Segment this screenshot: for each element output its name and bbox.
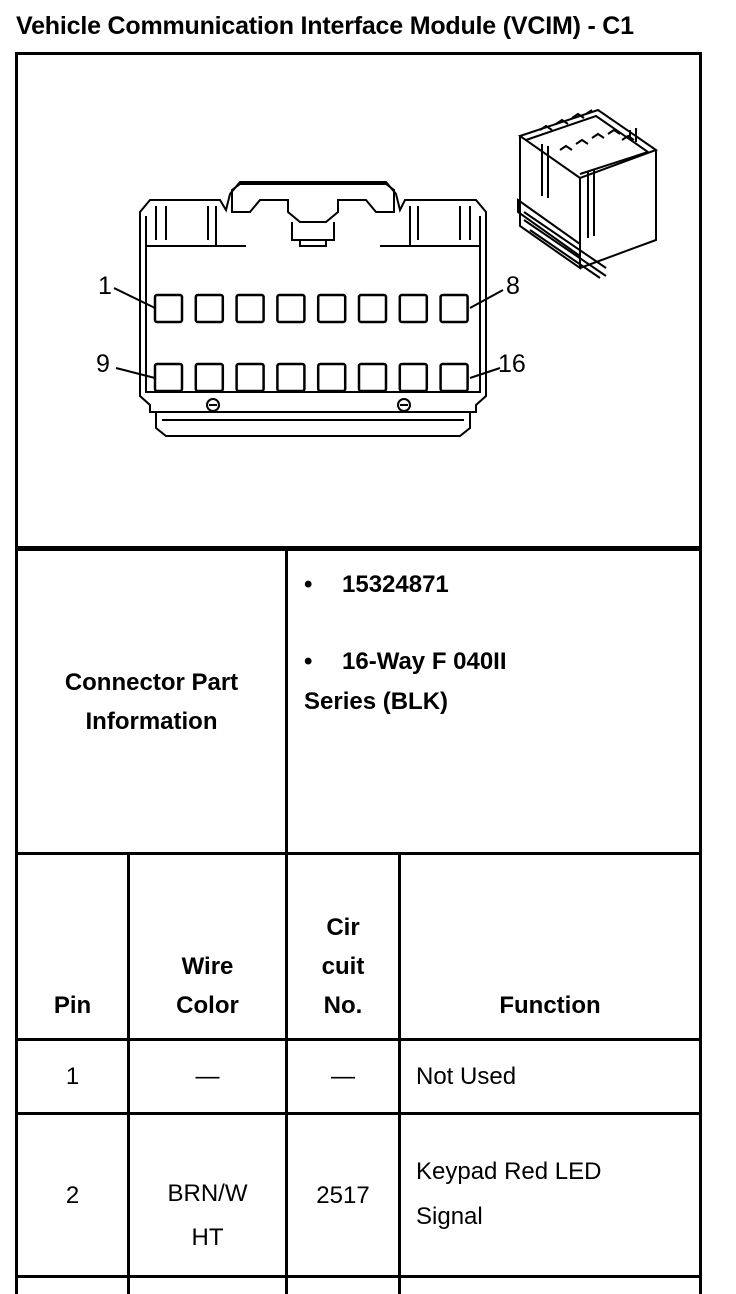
bullet-symbol: • [304, 571, 313, 598]
row1-bottom-border [15, 1112, 702, 1115]
pin-cavity-7 [398, 293, 429, 324]
row1-pin: 1 [65, 1063, 80, 1090]
diagram-bottom-border [15, 546, 702, 551]
connector-isometric-view [517, 108, 659, 279]
pin-cavity-2 [194, 293, 225, 324]
pin-cavity-6 [357, 293, 388, 324]
header-bottom-border [15, 1038, 702, 1041]
pin-cavity-12 [276, 362, 306, 393]
connector-face-drawing [139, 181, 487, 437]
pin-label-9: 9 [96, 350, 110, 378]
pin-cavity-10 [194, 362, 225, 393]
pin-cavity-15 [398, 362, 429, 393]
bullet-symbol: • [304, 648, 313, 675]
pin-cavity-14 [357, 362, 388, 393]
row2-wire-color: BRN/W HT [167, 1180, 248, 1251]
part-number: 15324871 [342, 571, 449, 598]
pin-cavity-13 [316, 362, 347, 393]
pin-cavity-8 [439, 293, 469, 324]
header-pin: Pin [53, 991, 92, 1019]
pin-cavity-16 [439, 362, 469, 393]
pin-label-8: 8 [506, 272, 520, 300]
row1-circuit: — [331, 1063, 355, 1090]
pin-cavity-11 [235, 362, 265, 393]
header-function: Function [499, 991, 601, 1019]
header-wire-color: Wire Color [176, 953, 239, 1019]
header-circuit-no: Cir cuit No. [321, 913, 365, 1019]
row1-function: Not Used [416, 1063, 517, 1090]
pin-label-16: 16 [498, 350, 526, 378]
connector-description-line1: 16-Way F 040II [342, 648, 507, 675]
connector-info-label: Connector Part Information [18, 551, 285, 852]
pin-column-divider [127, 852, 130, 1294]
pin-leader-lines [113, 287, 504, 379]
description-bullet: • 16-Way F 040II [304, 648, 507, 676]
pin-cavity-4 [276, 293, 306, 324]
pin-label-1: 1 [98, 272, 112, 300]
row2-circuit: 2517 [316, 1181, 370, 1209]
connector-info-label-line1: Connector Part [64, 668, 239, 696]
page-title: Vehicle Communication Interface Module (… [16, 12, 634, 40]
pin-cavity-5 [316, 293, 347, 324]
row1-wire-color: — [195, 1063, 220, 1090]
row2-bottom-border [15, 1275, 702, 1278]
circuit-column-divider [398, 852, 401, 1294]
row2-function: Keypad Red LED Signal [416, 1158, 602, 1230]
frame-right-border [699, 52, 702, 1294]
part-number-bullet: • 15324871 [304, 571, 449, 599]
connector-description-line2: Series (BLK) [304, 688, 449, 715]
pin-cavities [153, 293, 469, 393]
pin-cavity-3 [235, 293, 265, 324]
connector-info-label-line2: Information [85, 707, 218, 735]
info-column-divider [285, 548, 288, 1294]
frame-left-border [15, 52, 18, 1294]
pin-cavity-1 [153, 293, 184, 324]
connector-diagram: 1 8 9 16 [96, 108, 659, 437]
pin-cavity-9 [153, 362, 184, 393]
info-bottom-border [15, 852, 702, 855]
frame-top-border [15, 52, 702, 55]
row2-pin: 2 [65, 1181, 80, 1209]
